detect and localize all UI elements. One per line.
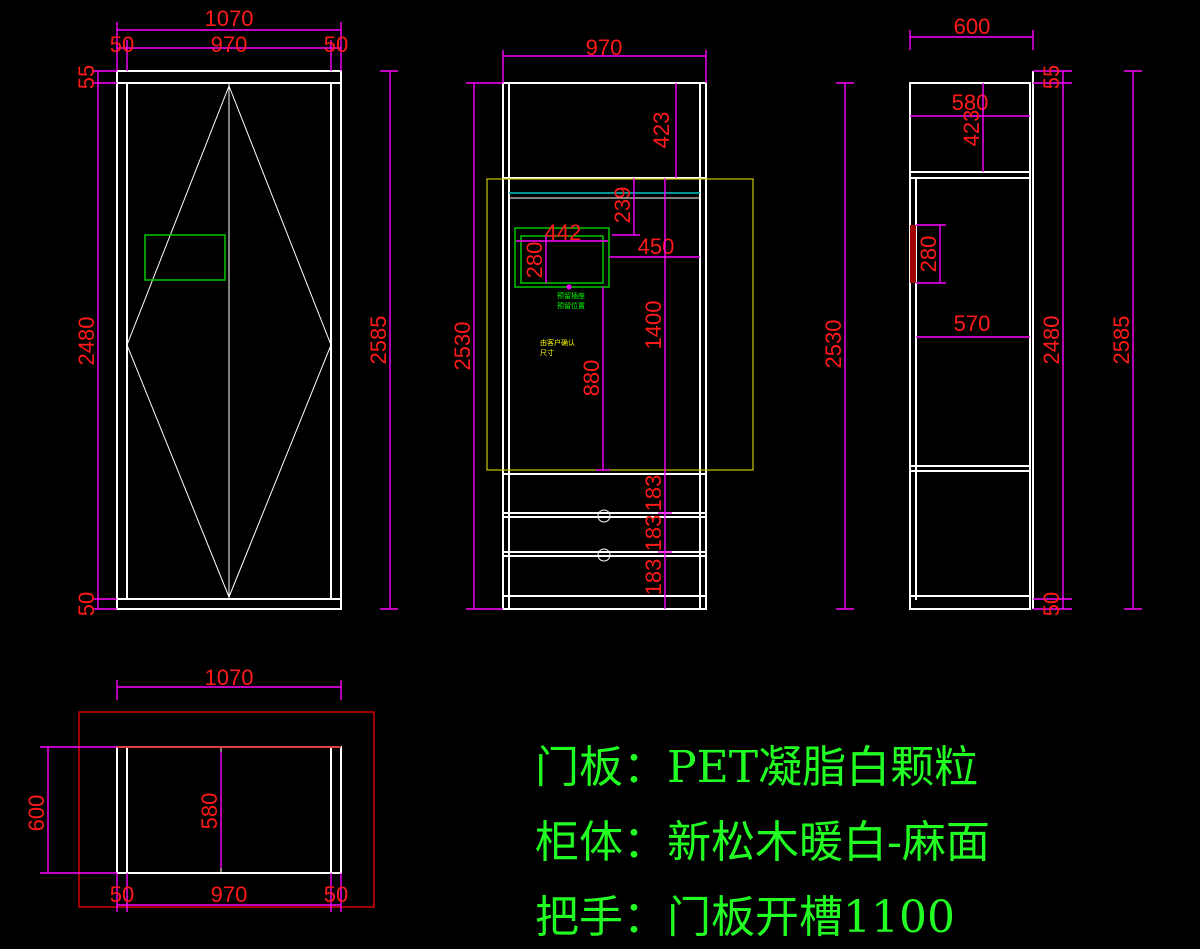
front-dim-overall-width: 1070 (205, 6, 254, 31)
interior-dim-width: 970 (586, 35, 623, 60)
side-dim-handle-len: 280 (916, 236, 941, 273)
plan-red-frame (78, 711, 375, 908)
interior-dim-height-880: 880 (579, 360, 604, 397)
side-dim-height-total: 2585 (1109, 316, 1134, 365)
front-dim-inner-width: 970 (211, 32, 248, 57)
side-dim-bottom: 50 (1039, 592, 1064, 616)
cutout-marker (566, 284, 572, 290)
side-handle-slot (910, 225, 916, 283)
interior-note-yellow-2: 尺寸 (540, 348, 554, 357)
spec-notes: 门板：PET凝脂白颗粒 柜体：新松木暖白-麻面 把手：门板开槽1100 (535, 742, 990, 943)
drawer-knob-1 (597, 509, 611, 523)
interior-dim-offset-450: 450 (638, 234, 675, 259)
front-dim-bottom: 50 (74, 592, 99, 616)
front-view: 1070 50 970 50 55 2480 50 2585 (74, 6, 398, 616)
side-dim-inner-depth: 570 (954, 311, 991, 336)
door-pattern-right (228, 85, 332, 598)
interior-note-green-1: 预留插座 (557, 291, 585, 300)
interior-note-yellow-1: 由客户确认 (540, 338, 575, 347)
interior-dim-top-section: 423 (649, 112, 674, 149)
interior-dim-hang-height: 1400 (641, 301, 666, 350)
side-dim-top: 55 (1039, 65, 1064, 89)
side-view: 600 580 423 280 570 2530 55 2480 50 2585 (821, 14, 1142, 616)
side-dim-height: 2530 (821, 320, 846, 369)
front-dim-left-side: 50 (110, 32, 134, 57)
plan-dim-left: 50 (110, 882, 134, 907)
cutout-inner (520, 235, 604, 284)
spec-handle: 把手：门板开槽1100 (535, 892, 955, 943)
plan-dim-depth: 600 (24, 795, 49, 832)
interior-dim-cutout-w: 442 (545, 220, 582, 245)
interior-view: 预留插座 预留位置 由客户确认 尺寸 970 423 239 442 280 4… (450, 35, 754, 610)
side-dim-shelf-depth: 580 (952, 90, 989, 115)
plan-dim-right: 50 (324, 882, 348, 907)
side-dim-height-inner: 2480 (1039, 316, 1064, 365)
front-dim-right-side: 50 (324, 32, 348, 57)
front-dim-height-inner: 2480 (74, 317, 99, 366)
plan-view: 1070 600 580 50 970 50 (24, 665, 375, 912)
front-green-box (144, 234, 226, 281)
side-dim-depth: 600 (954, 14, 991, 39)
yellow-overlay (486, 178, 754, 471)
plan-outline (116, 746, 342, 874)
interior-dim-cutout-h: 280 (522, 242, 547, 279)
interior-dim-drawer-1: 183 (641, 475, 666, 512)
plan-dim-inner-width: 970 (211, 882, 248, 907)
front-dim-top: 55 (74, 65, 99, 89)
front-outline (116, 70, 342, 610)
door-pattern-left (126, 85, 230, 598)
side-outline (909, 82, 1031, 610)
plan-dim-width: 1070 (205, 665, 254, 690)
side-dim-top-section: 423 (959, 110, 984, 147)
plan-dim-inner-depth: 580 (197, 793, 222, 830)
interior-note-green-2: 预留位置 (557, 301, 585, 310)
spec-body-material: 柜体：新松木暖白-麻面 (535, 817, 990, 868)
interior-outline (502, 82, 707, 610)
front-dim-height-total: 2585 (366, 316, 391, 365)
interior-dim-drawer-3: 183 (641, 559, 666, 596)
interior-dim-height: 2530 (450, 322, 475, 371)
interior-dim-rail-offset: 239 (610, 187, 635, 224)
drawer-knob-2 (597, 548, 611, 562)
interior-dim-drawer-2: 183 (641, 515, 666, 552)
spec-door-material: 门板：PET凝脂白颗粒 (535, 742, 978, 793)
